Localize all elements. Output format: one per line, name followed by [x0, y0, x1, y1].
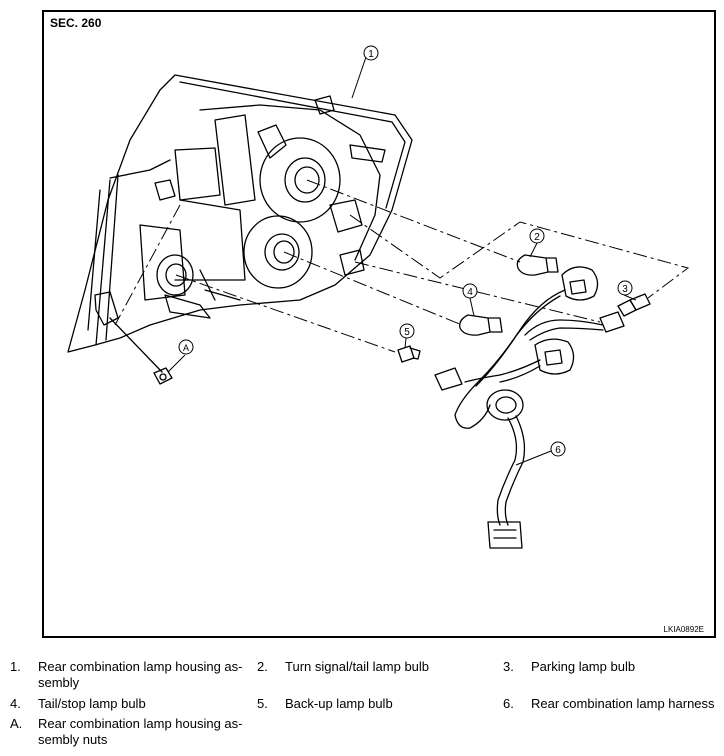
legend-label: Parking lamp bulb	[531, 659, 636, 674]
legend-key: 5.	[257, 696, 268, 711]
svg-text:2: 2	[534, 232, 540, 243]
svg-text:6: 6	[555, 445, 561, 456]
left-socket	[156, 254, 194, 296]
legend-key: 6.	[503, 696, 514, 711]
svg-text:5: 5	[404, 327, 410, 338]
svg-text:1: 1	[368, 49, 374, 60]
bulb-5	[397, 345, 421, 363]
lamp-assembly-drawing: 1 2 3 4 5 6 A	[67, 45, 690, 549]
legend-item-4: 4. Tail/stop lamp bulb	[10, 696, 250, 714]
legend-label: Tail/stop lamp bulb	[38, 696, 146, 711]
harness-wires	[454, 289, 604, 549]
callout-a: A	[178, 339, 194, 355]
legend-label: Rear combination lamp housing as-	[38, 659, 243, 674]
callout-5: 5	[399, 323, 415, 339]
legend-key: 1.	[10, 659, 21, 674]
harness-socket-upper	[561, 266, 599, 301]
harness-socket-middle	[534, 338, 575, 375]
legend-label-cont: sembly	[38, 675, 80, 690]
callout-4: 4	[462, 283, 478, 299]
callout-1: 1	[363, 45, 379, 61]
section-label: SEC. 260	[50, 16, 102, 30]
legend-item-1: 1. Rear combination lamp housing as- sem…	[10, 659, 250, 693]
legend-label-cont: sembly nuts	[38, 732, 108, 747]
svg-text:A: A	[183, 343, 189, 353]
leader-lines	[167, 56, 637, 466]
callout-3: 3	[617, 280, 633, 296]
legend-item-a: A. Rear combination lamp housing as- sem…	[10, 716, 250, 750]
upper-socket	[259, 137, 341, 223]
legend-item-5: 5. Back-up lamp bulb	[257, 696, 487, 714]
alignment-lines	[114, 179, 690, 353]
svg-text:4: 4	[467, 287, 473, 298]
callout-2: 2	[529, 228, 545, 244]
legend-label: Turn signal/tail lamp bulb	[285, 659, 430, 674]
harness-socket-right	[599, 311, 625, 333]
bulb-4	[459, 314, 503, 336]
stud-nut-a	[109, 317, 173, 385]
bulb-2	[516, 254, 559, 276]
harness-socket-left	[434, 367, 463, 391]
lamp-housing	[67, 74, 413, 353]
legend-key: 3.	[503, 659, 514, 674]
svg-text:3: 3	[622, 284, 628, 295]
legend-label: Back-up lamp bulb	[285, 696, 393, 711]
legend-item-3: 3. Parking lamp bulb	[503, 659, 718, 677]
lower-socket	[243, 215, 313, 289]
legend-key: 2.	[257, 659, 268, 674]
legend-key: A.	[10, 716, 23, 731]
legend-item-6: 6. Rear combination lamp harness	[503, 696, 722, 714]
legend-label: Rear combination lamp harness	[531, 696, 715, 711]
harness-socket-lower	[486, 389, 524, 421]
legend-label: Rear combination lamp housing as-	[38, 716, 243, 731]
figure-code: LKIA0892E	[663, 625, 704, 634]
legend-key: 4.	[10, 696, 21, 711]
callout-6: 6	[550, 441, 566, 457]
legend-item-2: 2. Turn signal/tail lamp bulb	[257, 659, 487, 677]
bulb-3	[617, 293, 651, 317]
